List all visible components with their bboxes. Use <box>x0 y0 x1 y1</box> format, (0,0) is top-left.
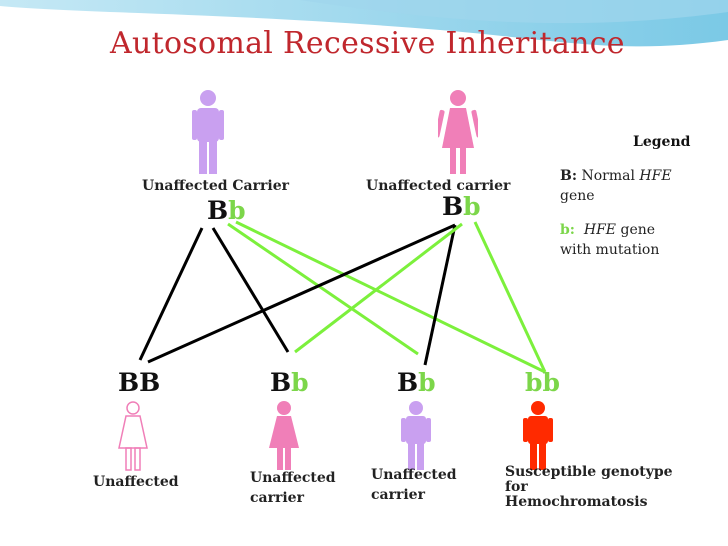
allele-recessive: b <box>228 196 246 225</box>
child-female-carrier-icon <box>269 401 299 470</box>
child-male-carrier-icon <box>401 401 431 470</box>
line-p2b-child4 <box>473 221 547 373</box>
child1-label: Unaffected <box>93 474 179 490</box>
child2-label-line1: Unaffected <box>250 470 336 486</box>
child-female-outline-icon <box>118 401 148 471</box>
allele-dominant: B <box>397 368 419 397</box>
child3-label-line1: Unaffected <box>371 467 457 483</box>
legend-B-symbol: B: <box>560 168 578 184</box>
legend-B-text2: gene <box>560 188 595 204</box>
child4-genotype: bb <box>525 368 560 397</box>
legend-entry-b: b: HFE gene with mutation <box>560 220 700 260</box>
child1-genotype: BB <box>118 368 161 397</box>
allele-recessive: b <box>463 192 481 221</box>
allele-recessive: b <box>291 368 309 397</box>
line-p2-child3 <box>423 224 457 366</box>
legend-B-text: Normal <box>581 168 635 184</box>
header-wave <box>0 0 728 47</box>
allele-dominant: B <box>207 196 229 225</box>
legend-b-text2: with mutation <box>560 242 660 258</box>
parent2-genotype: Bb <box>442 192 481 221</box>
child4-label-line3: Hemochromatosis <box>505 494 648 510</box>
child2-genotype: Bb <box>270 368 309 397</box>
legend-b-gene: HFE <box>583 222 617 238</box>
legend-b-symbol: b: <box>560 222 575 238</box>
line-p1b-child3 <box>227 222 419 356</box>
page-title: Autosomal Recessive Inheritance <box>110 26 625 61</box>
line-p2-BB <box>147 223 456 364</box>
parent-male-icon <box>192 90 224 174</box>
parent1-label: Unaffected Carrier <box>142 178 289 194</box>
parent1-genotype: Bb <box>207 196 246 225</box>
legend-title: Legend <box>633 134 691 150</box>
legend-B-gene: HFE <box>639 168 672 184</box>
child3-genotype: Bb <box>397 368 436 397</box>
allele-dominant: B <box>442 192 464 221</box>
legend-entry-B: B: Normal HFE gene <box>560 166 700 206</box>
child4-label-line2: for <box>505 479 528 495</box>
allele-dominant: B <box>270 368 292 397</box>
child3-label-line2: carrier <box>371 487 425 503</box>
legend-b-text: gene <box>620 222 656 238</box>
line-p2b-child2 <box>294 222 463 354</box>
child4-label-line1: Susceptible genotype <box>505 464 673 480</box>
child-male-affected-icon <box>523 401 553 470</box>
child2-label: Unaffected carrier <box>250 468 336 508</box>
allele-recessive: b <box>418 368 436 397</box>
parent-female-icon <box>438 90 478 174</box>
child3-label: Unaffected carrier <box>371 465 457 505</box>
line-p1b-child4 <box>235 220 546 374</box>
line-p1-BB <box>138 227 204 361</box>
parent2-label: Unaffected carrier <box>366 178 511 194</box>
child2-label-line2: carrier <box>250 490 304 506</box>
line-p1-child2 <box>211 227 290 353</box>
